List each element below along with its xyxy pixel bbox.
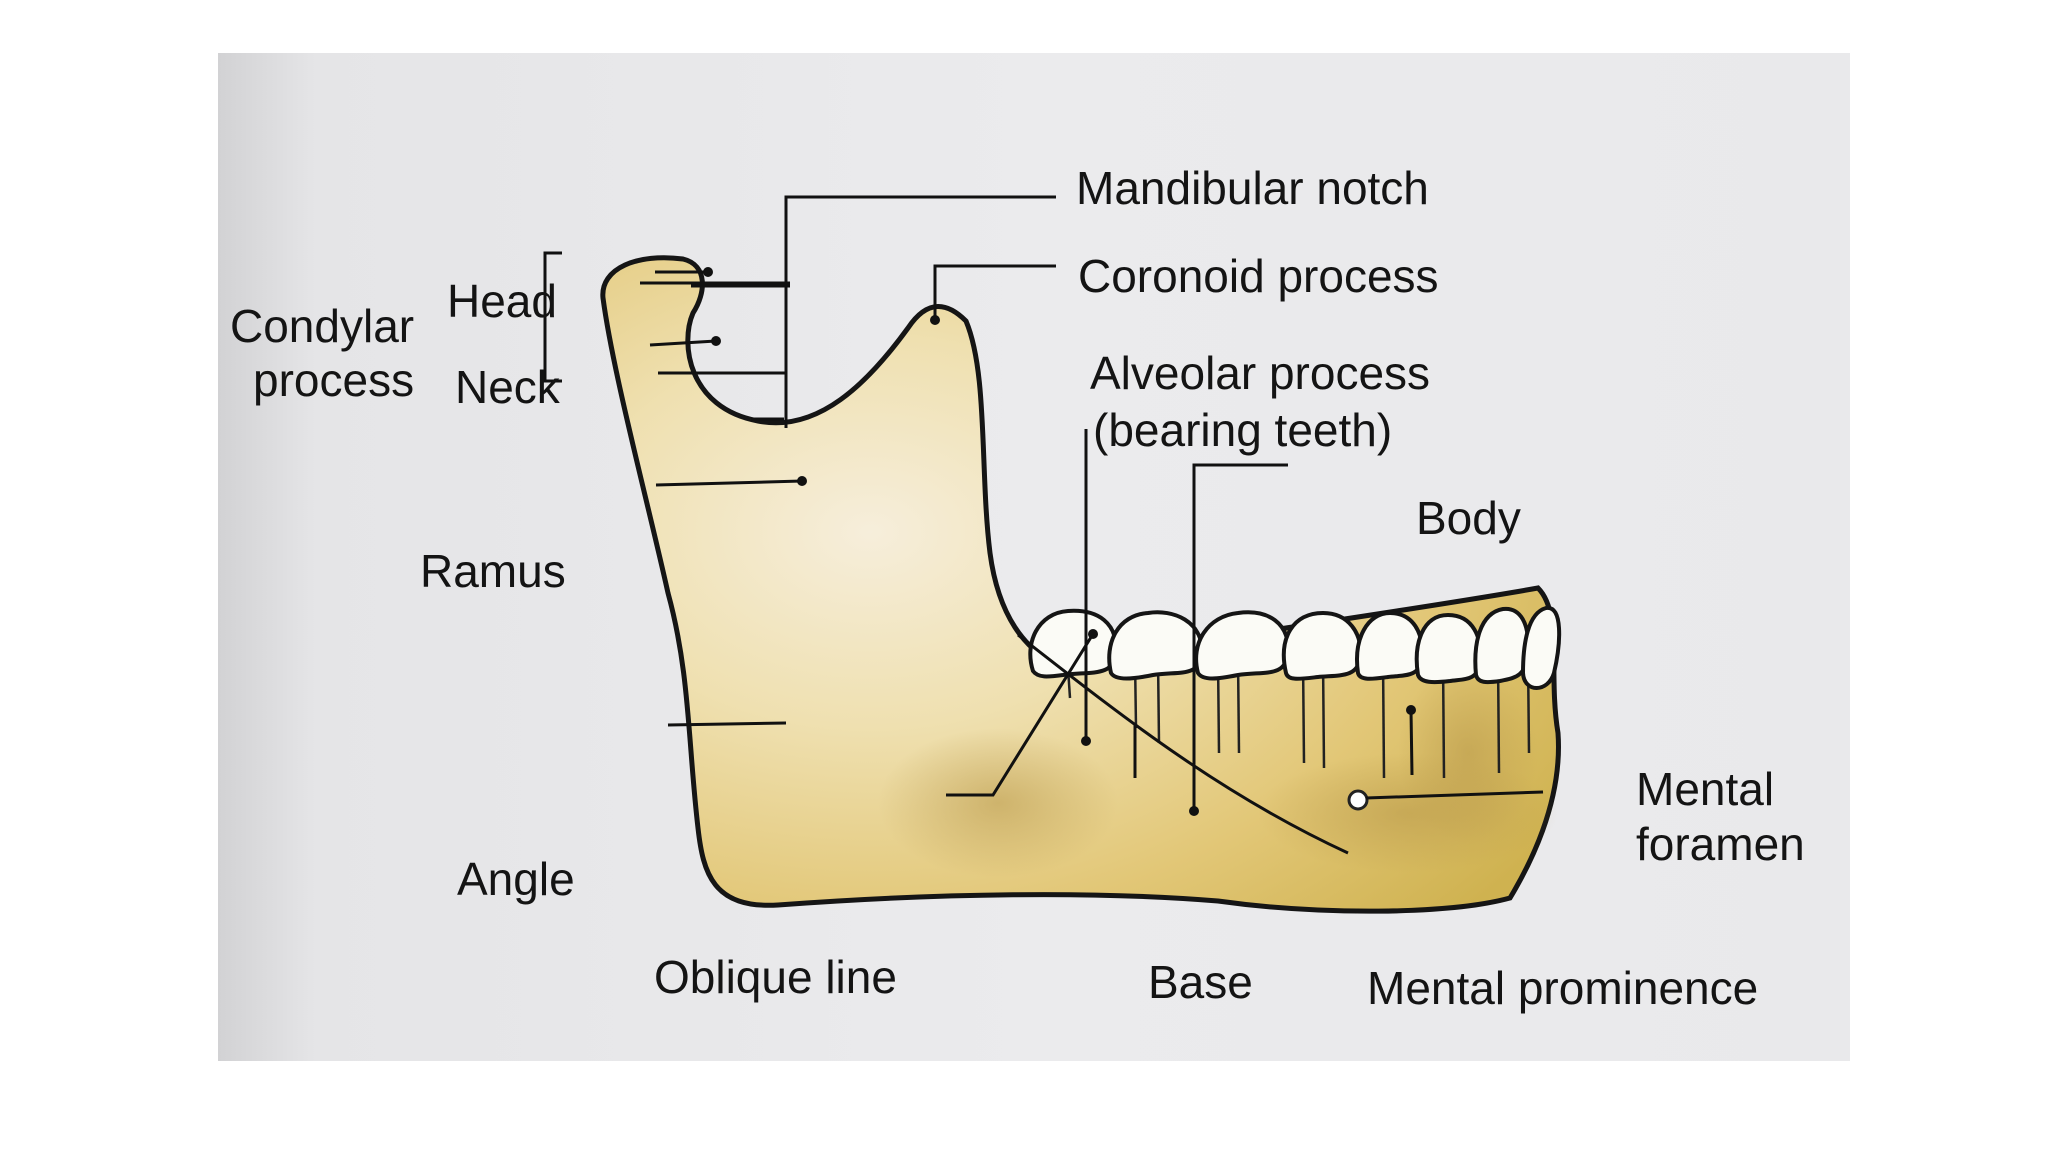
dot-head xyxy=(703,267,713,277)
leader-lines xyxy=(640,281,790,421)
dot-coronoid xyxy=(930,315,940,325)
tooth xyxy=(1355,610,1425,681)
dot-alveolar xyxy=(1081,736,1091,746)
dot-neck xyxy=(711,336,721,346)
leader-mandibular-notch xyxy=(784,195,1056,428)
leader-neck xyxy=(649,339,717,347)
page-photo xyxy=(218,53,1850,1061)
leader-body xyxy=(1192,463,1288,811)
tooth xyxy=(1520,605,1562,690)
tooth xyxy=(1414,612,1483,685)
tooth xyxy=(1194,610,1291,681)
mandible-bone xyxy=(600,255,1561,914)
bone-shadow xyxy=(1398,663,1538,843)
leader-angle xyxy=(667,721,787,727)
dot-mental-prominence xyxy=(1406,705,1416,715)
mental-foramen-mark xyxy=(1347,789,1369,811)
tooth xyxy=(1281,610,1363,681)
leader-mental-prominence xyxy=(1409,709,1414,776)
bone-shadow xyxy=(878,728,1118,878)
teeth-row xyxy=(1028,605,1562,690)
tooth xyxy=(1107,610,1205,681)
leader-ramus xyxy=(655,479,803,487)
mandible-diagram xyxy=(543,195,1562,914)
oblique-line-ridge xyxy=(1017,633,1349,855)
dot-ramus xyxy=(797,476,807,486)
condylar-bracket xyxy=(543,251,562,383)
leader-coronoid xyxy=(933,264,1056,320)
leader-mental-foramen xyxy=(1365,790,1544,800)
leader-oblique-line xyxy=(946,633,1095,797)
dot-body xyxy=(1189,806,1199,816)
dot-oblique-line xyxy=(1088,629,1098,639)
